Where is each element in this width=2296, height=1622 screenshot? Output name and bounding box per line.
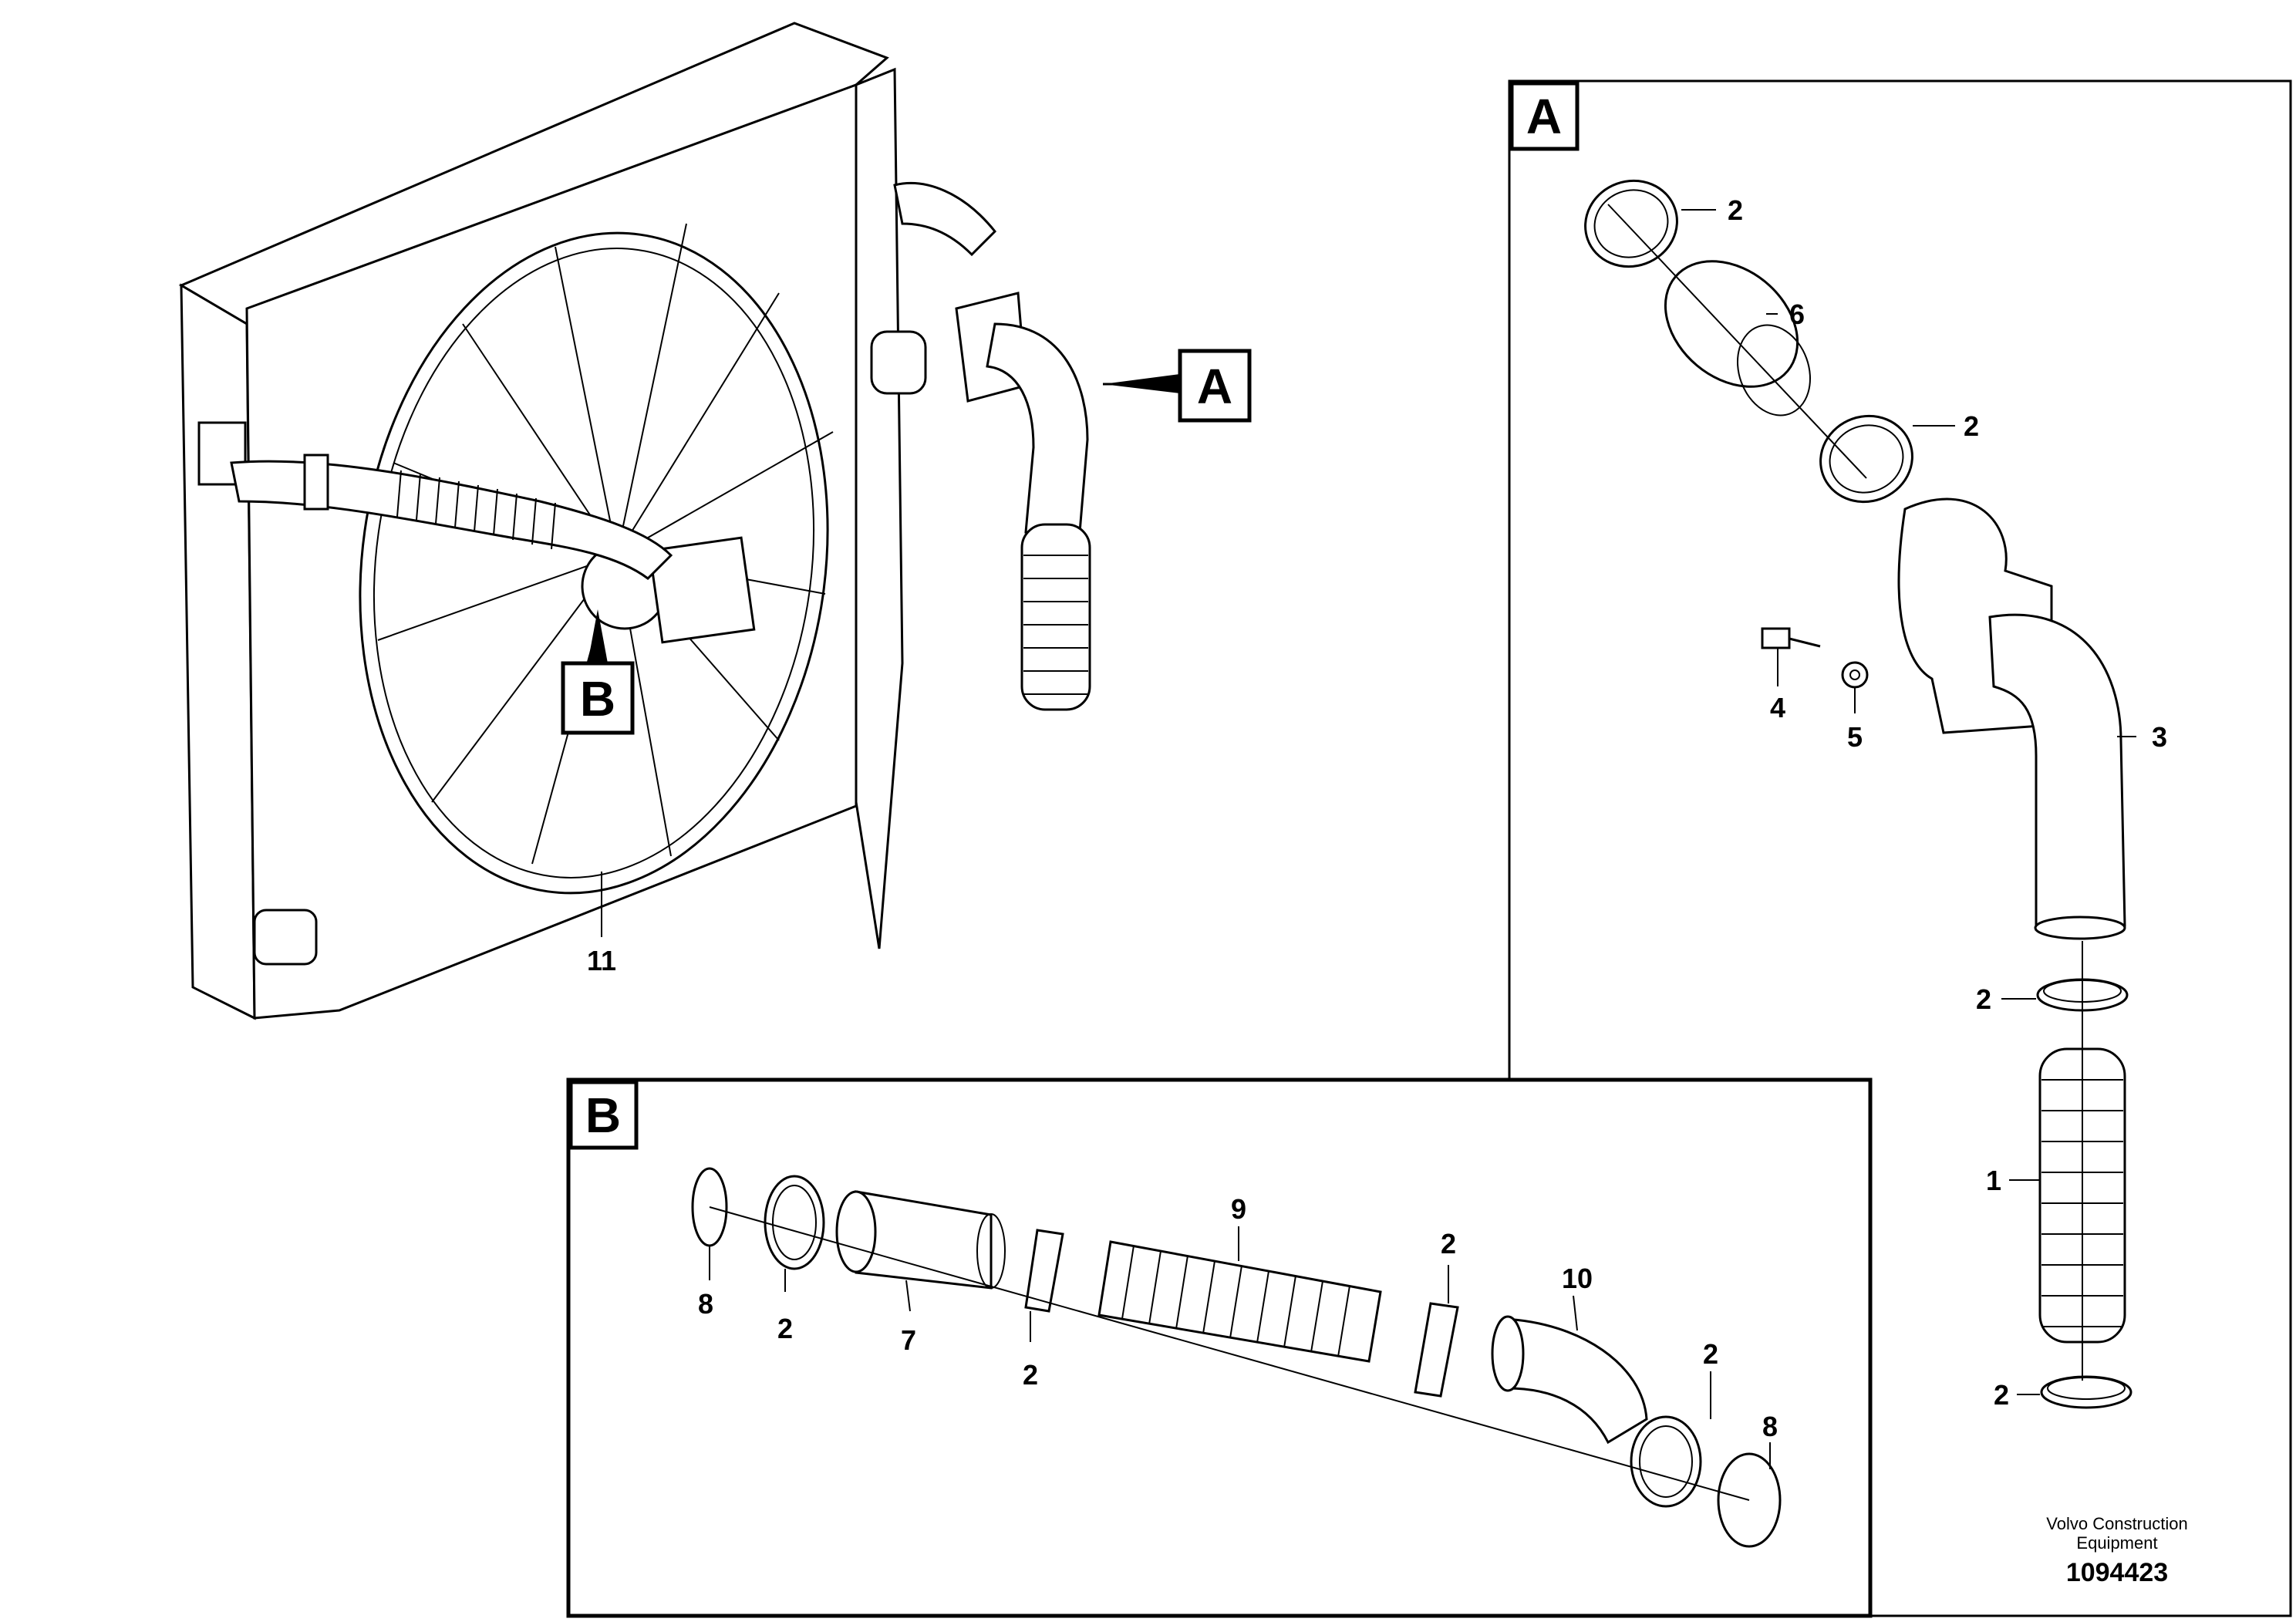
pointer-b-label: B (580, 671, 615, 727)
callout-b-2-sleeve: 2 (1023, 1359, 1038, 1391)
callout-a-1: 1 (1986, 1165, 2001, 1196)
footer: Volvo Construction Equipment 1094423 (2046, 1514, 2187, 1587)
callout-b-2-left: 2 (777, 1313, 793, 1344)
detail-b-tag: B (585, 1088, 621, 1143)
callout-b-8-left: 8 (698, 1288, 713, 1320)
callout-a-2-lower: 2 (1976, 983, 1991, 1015)
detail-a-callouts: 2 6 2 4 5 3 2 1 2 (1681, 194, 2167, 1411)
pointer-b: B (561, 609, 635, 735)
detail-a-parts (1584, 179, 2132, 1409)
pointer-a: A (1103, 349, 1252, 423)
detail-a-tag: A (1526, 89, 1562, 144)
callout-b-2-mid: 2 (1441, 1228, 1456, 1259)
callout-a-2-bottom: 2 (1994, 1379, 2009, 1411)
charge-air-hose (230, 454, 673, 580)
brand-line-2: Equipment (2076, 1533, 2157, 1553)
callout-11: 11 (587, 945, 616, 976)
pointer-a-label: A (1197, 359, 1232, 414)
callout-b-9: 9 (1231, 1193, 1246, 1225)
brand-line-1: Volvo Construction (2046, 1514, 2187, 1533)
callout-b-8-right: 8 (1762, 1411, 1778, 1442)
callout-a-6: 6 (1789, 298, 1805, 330)
callout-b-10: 10 (1562, 1263, 1593, 1294)
document-number: 1094423 (2066, 1558, 2168, 1587)
callout-a-5: 5 (1847, 721, 1863, 753)
detail-b-frame: B (566, 1077, 1873, 1618)
detail-b-parts (691, 1167, 1782, 1548)
detail-a-frame: A (1508, 79, 2292, 1617)
callout-b-2-right: 2 (1703, 1338, 1718, 1370)
upper-pipe (893, 182, 1091, 711)
callout-a-4: 4 (1770, 692, 1785, 723)
callout-a-2-mid: 2 (1964, 410, 1979, 442)
callout-a-3: 3 (2152, 721, 2167, 753)
callout-a-2-top: 2 (1728, 194, 1743, 226)
detail-b-callouts: 8 2 7 2 9 2 10 2 8 (698, 1193, 1778, 1469)
callout-b-7: 7 (901, 1324, 916, 1356)
